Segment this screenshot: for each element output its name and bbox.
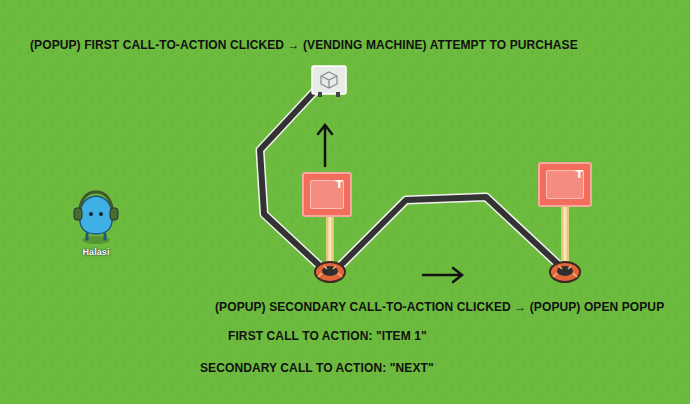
popup-icon-text: T	[575, 168, 583, 181]
popup-sign: T	[302, 172, 352, 217]
popup-bases	[315, 262, 580, 282]
vending-machine	[312, 66, 346, 97]
avatar	[74, 192, 118, 244]
walk-paths	[260, 86, 560, 268]
popup-icon-text: T	[335, 178, 343, 191]
bottom-caption: (POPUP) SECONDARY CALL-TO-ACTION CLICKED…	[215, 300, 664, 314]
popup-sign: T	[538, 162, 592, 207]
player-name: Halasi	[82, 247, 109, 257]
popup-poles	[326, 206, 569, 268]
note: SECONDARY CALL TO ACTION: "NEXT"	[200, 361, 434, 375]
top-caption: (POPUP) FIRST CALL-TO-ACTION CLICKED → (…	[30, 38, 578, 52]
note: FIRST CALL TO ACTION: "ITEM 1"	[228, 329, 427, 343]
